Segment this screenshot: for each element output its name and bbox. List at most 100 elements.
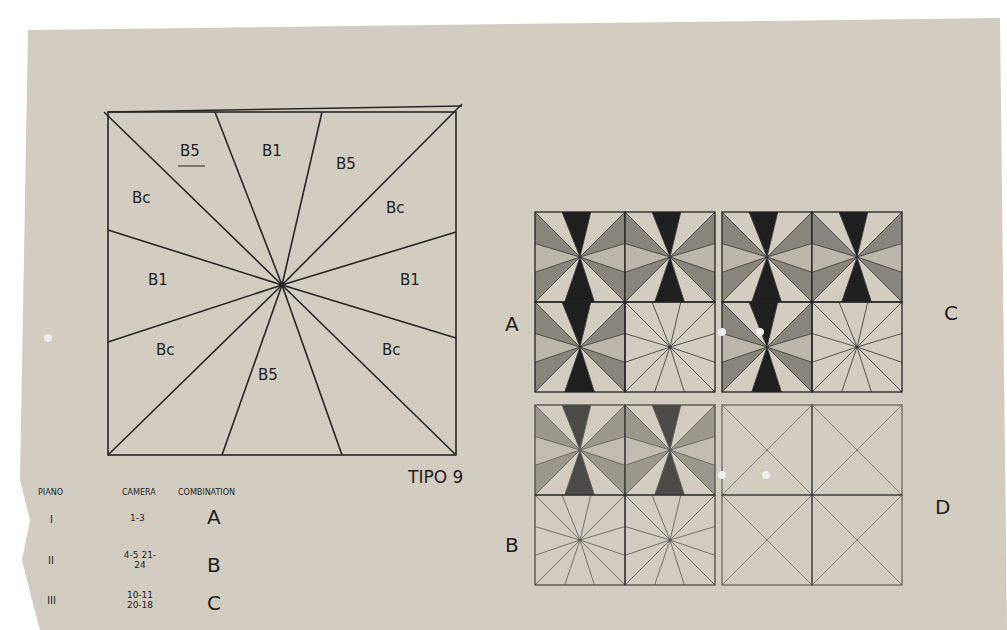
ray-line bbox=[535, 437, 580, 451]
punch-hole bbox=[762, 471, 770, 479]
tile bbox=[535, 302, 625, 392]
shaded-triangle bbox=[535, 405, 580, 450]
table-cell: B bbox=[207, 554, 221, 577]
region-label: Bc bbox=[156, 342, 175, 359]
ray-line bbox=[580, 257, 625, 272]
ray-line bbox=[812, 257, 857, 272]
ray-line bbox=[767, 257, 781, 302]
tile bbox=[812, 495, 902, 585]
ray-line bbox=[670, 302, 715, 347]
ray-line bbox=[752, 257, 767, 302]
ray-line bbox=[625, 257, 670, 272]
ray-line bbox=[767, 347, 812, 362]
ray-line bbox=[625, 405, 670, 450]
ray-line bbox=[562, 302, 580, 347]
ray-line bbox=[580, 302, 625, 347]
punch-hole bbox=[718, 328, 726, 336]
ray-line bbox=[722, 244, 767, 258]
ray-line bbox=[625, 347, 670, 392]
shaded-triangle bbox=[625, 405, 670, 450]
ray-line bbox=[670, 334, 715, 348]
tile-border bbox=[535, 495, 625, 585]
ray-line bbox=[625, 540, 670, 555]
ray-line bbox=[670, 405, 681, 450]
table-cell: 1-3 bbox=[130, 513, 145, 523]
diagonal-line bbox=[722, 405, 812, 495]
ray-line bbox=[625, 302, 670, 347]
ray-line bbox=[580, 257, 625, 302]
region-label: B1 bbox=[262, 143, 282, 160]
ray-line bbox=[722, 302, 767, 347]
region-label: B5 bbox=[180, 143, 200, 160]
paper bbox=[20, 18, 1007, 630]
ray-line bbox=[857, 212, 868, 257]
ray-line bbox=[722, 212, 767, 257]
ray-line bbox=[580, 495, 591, 540]
ray-line bbox=[535, 527, 580, 541]
ray-line bbox=[812, 347, 857, 392]
ray-line bbox=[565, 540, 580, 585]
ray-line bbox=[580, 527, 625, 541]
ray-line bbox=[652, 495, 670, 540]
tile bbox=[722, 212, 812, 302]
region-label: B5 bbox=[258, 367, 278, 384]
ray-line bbox=[670, 540, 684, 585]
ray-line bbox=[580, 495, 625, 540]
ray-line bbox=[652, 302, 670, 347]
ray-line bbox=[580, 540, 625, 555]
ray-line bbox=[670, 450, 715, 465]
table-cell: II bbox=[48, 555, 54, 567]
ray-line bbox=[652, 405, 670, 450]
ray-line bbox=[655, 540, 670, 585]
ray-line bbox=[652, 212, 670, 257]
ray-line bbox=[535, 450, 580, 495]
table-cell: PIANO bbox=[38, 488, 63, 497]
region-label: B5 bbox=[336, 156, 356, 173]
table-cell: CAMERA bbox=[122, 488, 156, 497]
ray-line bbox=[767, 347, 812, 392]
punch-hole bbox=[44, 334, 52, 342]
ray-line bbox=[722, 347, 767, 392]
ray-line bbox=[812, 302, 857, 347]
region-label: B1 bbox=[400, 272, 420, 289]
ray-line bbox=[580, 450, 625, 495]
table-cell: I bbox=[50, 514, 53, 526]
tile-border bbox=[812, 302, 902, 392]
ray-line bbox=[580, 347, 625, 362]
ray-line bbox=[767, 347, 781, 392]
ray-line bbox=[562, 212, 580, 257]
ray-line bbox=[580, 437, 625, 451]
ray-line bbox=[565, 257, 580, 302]
tile-border bbox=[722, 495, 812, 585]
ray-line bbox=[580, 450, 625, 465]
tile bbox=[812, 212, 902, 302]
table-cell: 4-5 21-24 bbox=[122, 550, 158, 571]
ray-line bbox=[767, 302, 812, 347]
ray-line bbox=[722, 257, 767, 302]
ray-line bbox=[535, 244, 580, 258]
ray-line bbox=[580, 347, 594, 392]
combination-letter: D bbox=[935, 496, 950, 519]
table-cell: 10-11 20-18 bbox=[120, 590, 160, 611]
ray-line bbox=[670, 347, 715, 362]
ray-line bbox=[625, 527, 670, 541]
ray-line bbox=[812, 334, 857, 348]
tile bbox=[722, 495, 812, 585]
ray-line bbox=[857, 347, 871, 392]
ray-line bbox=[812, 257, 857, 302]
ray-line bbox=[655, 257, 670, 302]
ray-line bbox=[625, 450, 670, 495]
ray-line bbox=[625, 347, 670, 362]
ray-line bbox=[767, 212, 812, 257]
tile-border bbox=[812, 212, 902, 302]
ray-line bbox=[749, 302, 767, 347]
ray-line bbox=[580, 212, 591, 257]
ray-line bbox=[562, 495, 580, 540]
ray-line bbox=[670, 540, 715, 555]
region-label: Bc bbox=[382, 342, 401, 359]
shaded-triangle bbox=[535, 302, 580, 347]
tile-border bbox=[812, 495, 902, 585]
ray-line bbox=[857, 244, 902, 258]
ray-line bbox=[670, 244, 715, 258]
